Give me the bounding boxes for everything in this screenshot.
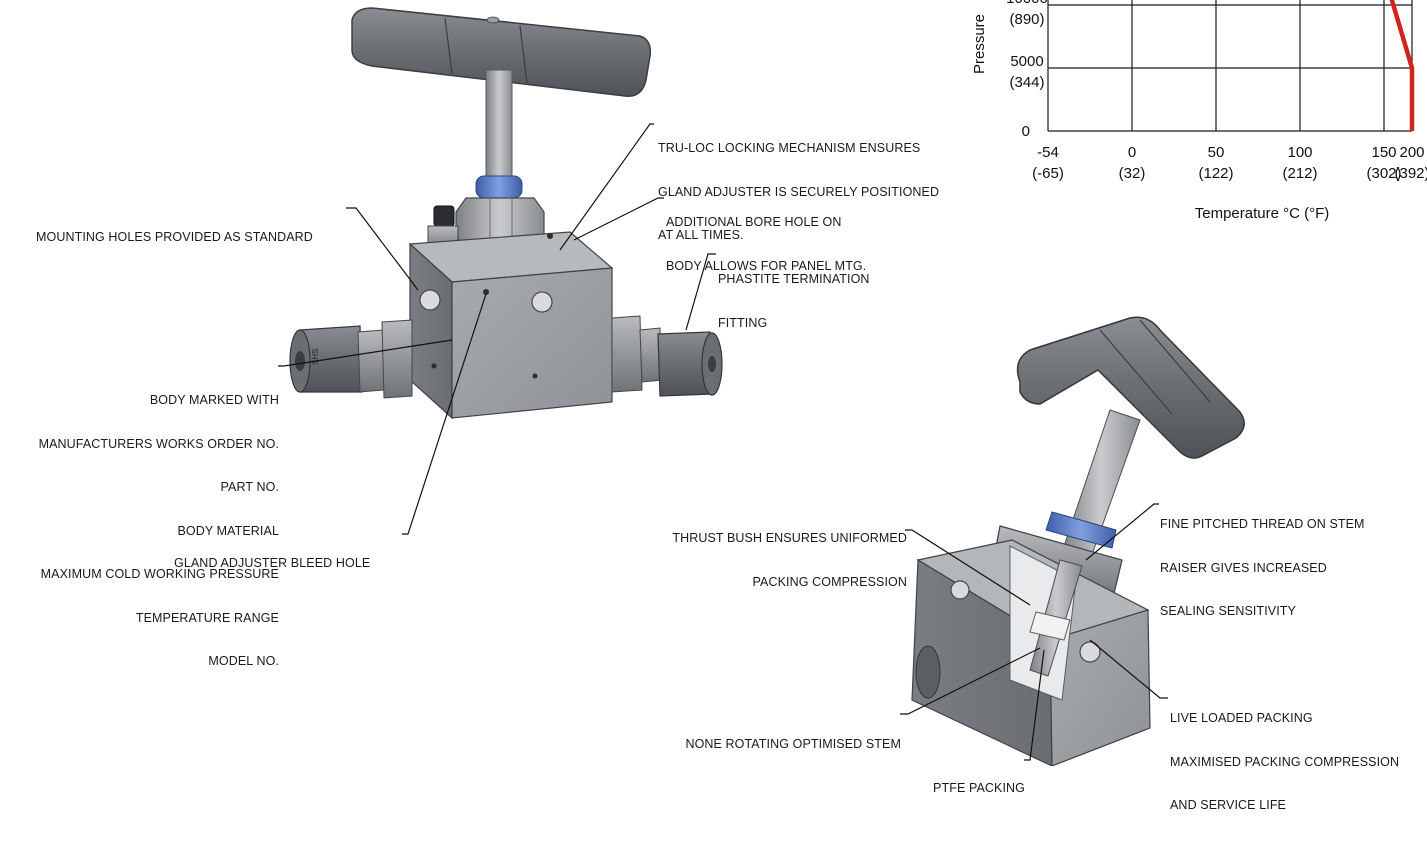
callout-truloc-line-1: TRU-LOC LOCKING MECHANISM ENSURES <box>658 141 921 155</box>
x-tick-3: 100 <box>1287 144 1312 161</box>
x-tick-4: 150 <box>1371 144 1396 161</box>
callout-thrust-line-2: PACKING COMPRESSION <box>752 574 907 589</box>
callout-body-marked: BODY MARKED WITH MANUFACTURERS WORKS ORD… <box>39 364 279 698</box>
callout-body-line-7: MODEL NO. <box>208 654 279 668</box>
x-tick-2: 50 <box>1208 144 1225 161</box>
callout-mounting-line-1: MOUNTING HOLES PROVIDED AS STANDARD <box>36 230 313 244</box>
y-tick-0: 0 <box>1022 123 1030 140</box>
needle-valve-cutaway <box>911 316 1245 766</box>
valve-body-cutaway-right <box>1049 609 1151 766</box>
x-tick-labels: -54 (-65) 0 (32) 50 (122) 100 (212) 150 (302) 200 (… <box>1032 144 1427 182</box>
valve-body-side <box>451 267 613 419</box>
callout-none-rotating-stem: NONE ROTATING OPTIMISED STEM <box>685 708 901 781</box>
t-handle <box>351 7 652 97</box>
callout-phastite-line-1: PHASTITE TERMINATION <box>718 272 870 286</box>
y-tick-1: 5000 <box>1010 53 1043 70</box>
callout-body-line-1: BODY MARKED WITH <box>149 393 279 407</box>
callout-fine-line-3: SEALING SENSITIVITY <box>1160 604 1296 618</box>
callout-phastite-line-2: FITTING <box>718 315 768 330</box>
needle-valve-assembled: SHS <box>289 7 723 420</box>
callout-fine-thread: FINE PITCHED THREAD ON STEM RAISER GIVES… <box>1160 488 1365 648</box>
y-tick-2: 10000 <box>1006 0 1048 7</box>
callout-live-line-1: LIVE LOADED PACKING <box>1170 711 1313 725</box>
pressure-temperature-chart: -54 (-65) 0 (32) 50 (122) 100 (212) 150 (302) 200 (… <box>971 0 1427 222</box>
callout-truloc: TRU-LOC LOCKING MECHANISM ENSURES GLAND … <box>658 112 939 272</box>
series-line-0 <box>1389 0 1415 131</box>
left-phastite-fitting: SHS <box>289 319 413 399</box>
right-phastite-fitting <box>611 315 723 397</box>
callout-body-line-3: PART NO. <box>220 480 279 494</box>
x-tick-0: -54 <box>1037 144 1059 161</box>
y-axis-title: Pressure <box>971 14 988 74</box>
callout-bore-line-2: BODY ALLOWS FOR PANEL MTG. <box>666 258 867 273</box>
callout-truloc-line-2: GLAND ADJUSTER IS SECURELY POSITIONED <box>658 184 940 199</box>
x-tick-sub-4: (302) <box>1366 165 1401 182</box>
t-handle-cutaway <box>1016 316 1245 459</box>
y-tick-sub-1: (344) <box>1009 74 1044 91</box>
callout-bore-line-1: ADDITIONAL BORE HOLE ON <box>666 215 842 229</box>
callout-bleed-line-1: GLAND ADJUSTER BLEED HOLE <box>174 556 371 570</box>
x-tick-1: 0 <box>1128 144 1136 161</box>
valve-body-cutaway-left <box>911 558 1053 766</box>
valve-stem <box>485 69 513 181</box>
diagram-stage: SHS <box>36 0 1427 812</box>
callout-body-line-5: MAXIMUM COLD WORKING PRESSURE <box>40 567 279 581</box>
y-tick-labels: 0 5000 (344) 10000 (890) <box>1006 0 1048 140</box>
callout-body-line-2: MANUFACTURERS WORKS ORDER NO. <box>38 436 279 451</box>
callout-fine-line-1: FINE PITCHED THREAD ON STEM <box>1160 517 1365 531</box>
x-tick-sub-1: (32) <box>1119 165 1146 182</box>
valve-illustration: SHS <box>278 7 1245 766</box>
chart-series <box>1389 0 1415 131</box>
callout-truloc-line-3: AT ALL TIMES. <box>658 228 744 242</box>
callout-thrust-bush: THRUST BUSH ENSURES UNIFORMED PACKING CO… <box>672 502 907 618</box>
callout-body-line-4: BODY MATERIAL <box>177 523 279 538</box>
x-tick-5: 200 <box>1399 144 1424 161</box>
callout-phastite: PHASTITE TERMINATION FITTING <box>718 243 870 359</box>
callout-bore-hole: ADDITIONAL BORE HOLE ON BODY ALLOWS FOR … <box>666 186 866 302</box>
callout-mounting-holes: MOUNTING HOLES PROVIDED AS STANDARD <box>36 201 313 274</box>
y-tick-sub-2: (890) <box>1009 11 1044 28</box>
x-tick-sub-5: (392) <box>1394 165 1427 182</box>
x-tick-sub-2: (122) <box>1198 165 1233 182</box>
callout-fine-line-2: RAISER GIVES INCREASED <box>1160 560 1327 575</box>
callout-live-line-2: MAXIMISED PACKING COMPRESSION <box>1170 754 1400 769</box>
callout-none-rot-line-1: NONE ROTATING OPTIMISED STEM <box>685 737 901 751</box>
callout-leaders <box>278 123 1168 761</box>
callout-ptfe-line-1: PTFE PACKING <box>933 781 1025 795</box>
chart-grid <box>1047 0 1413 132</box>
callout-thrust-line-1: THRUST BUSH ENSURES UNIFORMED <box>672 531 907 545</box>
callout-body-line-6: TEMPERATURE RANGE <box>135 610 279 625</box>
x-tick-sub-0: (-65) <box>1032 165 1064 182</box>
callout-live-line-3: AND SERVICE LIFE <box>1170 798 1286 812</box>
callout-bleed-hole: GLAND ADJUSTER BLEED HOLE <box>174 527 370 600</box>
x-tick-sub-3: (212) <box>1282 165 1317 182</box>
x-axis-title: Temperature °C (°F) <box>1195 205 1330 222</box>
svg-text:SHS: SHS <box>311 349 320 365</box>
